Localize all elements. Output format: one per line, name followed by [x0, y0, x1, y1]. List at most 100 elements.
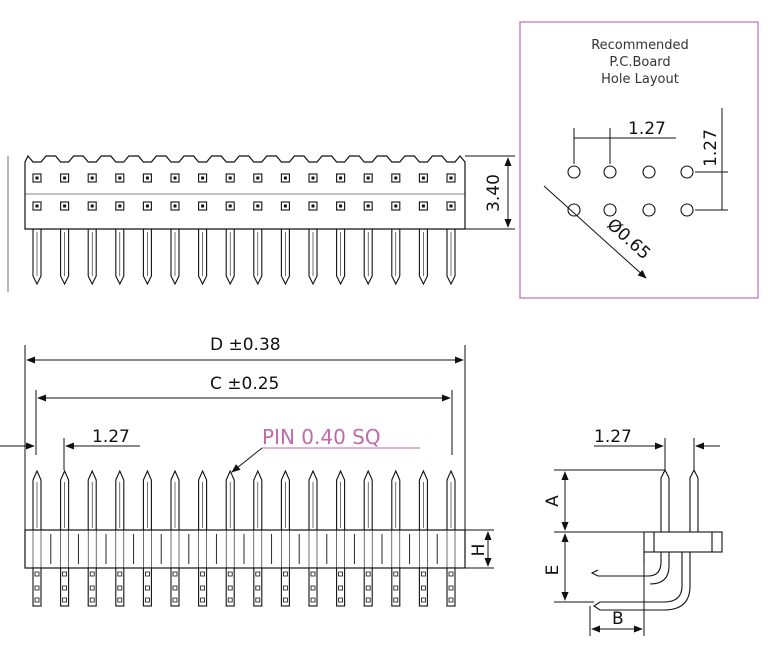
- front-tail: [418, 567, 428, 607]
- layout-title-line-1: Recommended: [591, 38, 689, 53]
- front-tail: [280, 567, 290, 607]
- top-pin: [363, 229, 373, 286]
- top-pin: [87, 229, 97, 286]
- front-tail-pad: [338, 597, 344, 603]
- front-tail: [170, 567, 180, 607]
- front-tail-pad: [200, 571, 206, 577]
- front-view-housing: [24, 529, 466, 569]
- dim-a: [554, 469, 665, 533]
- top-contact: [280, 173, 290, 183]
- front-tail-pad: [365, 597, 371, 603]
- top-contact: [308, 173, 318, 183]
- dim-c: [35, 390, 453, 455]
- front-tail-pad: [62, 585, 67, 591]
- layout-pitch-v-dim: [695, 108, 728, 211]
- front-pin: [170, 469, 180, 530]
- top-contact-core: [145, 204, 149, 208]
- front-tail: [336, 567, 346, 607]
- top-contact: [446, 173, 456, 183]
- front-pin: [280, 469, 290, 530]
- height-dim-label: 3.40: [484, 174, 504, 212]
- front-pin: [198, 469, 208, 530]
- top-contact: [363, 173, 373, 183]
- front-view-pins: [32, 469, 456, 530]
- top-contact-core: [256, 204, 260, 208]
- side-pitch-dim: [594, 438, 720, 470]
- front-pitch-label: 1.27: [92, 427, 130, 447]
- front-tail-pad: [62, 597, 67, 603]
- top-contact-core: [449, 204, 453, 208]
- top-contact: [170, 201, 180, 211]
- dim-d: [24, 345, 466, 530]
- top-pin: [115, 229, 125, 286]
- side-connector: [590, 468, 723, 611]
- top-contact: [391, 173, 401, 183]
- top-contact-core: [228, 176, 232, 180]
- front-pin: [391, 469, 401, 530]
- front-view: D ±0.38 C ±0.25 1.27 PIN 0.40 SQ H: [0, 335, 494, 607]
- top-contact-core: [256, 176, 260, 180]
- front-tail-pad: [255, 585, 261, 591]
- front-tail: [446, 567, 456, 607]
- top-contact-core: [339, 176, 343, 180]
- front-tail-pad: [282, 571, 288, 577]
- dim-e-label: E: [543, 565, 563, 576]
- top-contact: [446, 201, 456, 211]
- top-contact-core: [118, 176, 122, 180]
- layout-frame: [519, 21, 759, 299]
- top-contact: [142, 201, 152, 211]
- front-tail-pad: [310, 585, 316, 591]
- top-pin: [418, 229, 428, 286]
- front-pin: [446, 469, 456, 530]
- front-tail-pad: [282, 597, 288, 603]
- front-tail-pad: [144, 597, 150, 603]
- front-tail-pad: [117, 571, 123, 577]
- front-tail: [308, 567, 318, 607]
- front-tail: [32, 567, 42, 607]
- front-pin: [253, 469, 263, 530]
- front-tail-pad: [227, 585, 233, 591]
- layout-pitch-h-label: 1.27: [628, 119, 666, 139]
- front-view-housing-detail: [32, 530, 456, 568]
- front-tail: [225, 567, 235, 607]
- top-view-body: [24, 154, 466, 230]
- top-contact-core: [201, 204, 205, 208]
- top-contact-core: [145, 176, 149, 180]
- front-pin: [60, 469, 70, 530]
- dim-e: [554, 533, 594, 603]
- front-tail-pad: [338, 571, 344, 577]
- top-pin: [225, 229, 235, 286]
- front-tail-pad: [365, 571, 371, 577]
- front-tail-pad: [62, 571, 67, 577]
- side-view: 1.27 A E B: [543, 427, 723, 636]
- front-tail-pad: [448, 571, 454, 577]
- top-contact: [225, 201, 235, 211]
- front-tail-pad: [255, 597, 261, 603]
- front-pin: [225, 469, 235, 530]
- front-tail-pad: [255, 571, 261, 577]
- top-contact-core: [311, 176, 315, 180]
- hole-diameter-leader: [543, 185, 647, 279]
- top-contact: [60, 173, 70, 183]
- top-contact-core: [118, 204, 122, 208]
- top-contact: [391, 201, 401, 211]
- top-pin: [60, 229, 70, 286]
- front-tail-pad: [89, 597, 95, 603]
- layout-pitch-v-label: 1.27: [701, 129, 721, 167]
- front-tail-pad: [34, 597, 40, 603]
- front-tail-pad: [448, 585, 454, 591]
- front-tail-pad: [448, 597, 454, 603]
- dim-h-label: H: [469, 544, 489, 557]
- front-tail-pad: [365, 585, 371, 591]
- top-contact: [253, 201, 263, 211]
- front-tail-pad: [200, 597, 206, 603]
- front-tail-pad: [200, 585, 206, 591]
- front-tail-pad: [89, 571, 95, 577]
- dim-b: [589, 566, 645, 636]
- front-tail-pad: [227, 597, 233, 603]
- top-contact-core: [90, 204, 94, 208]
- top-contact: [142, 173, 152, 183]
- top-contact: [418, 173, 428, 183]
- front-tail-pad: [338, 585, 344, 591]
- top-contact: [308, 201, 318, 211]
